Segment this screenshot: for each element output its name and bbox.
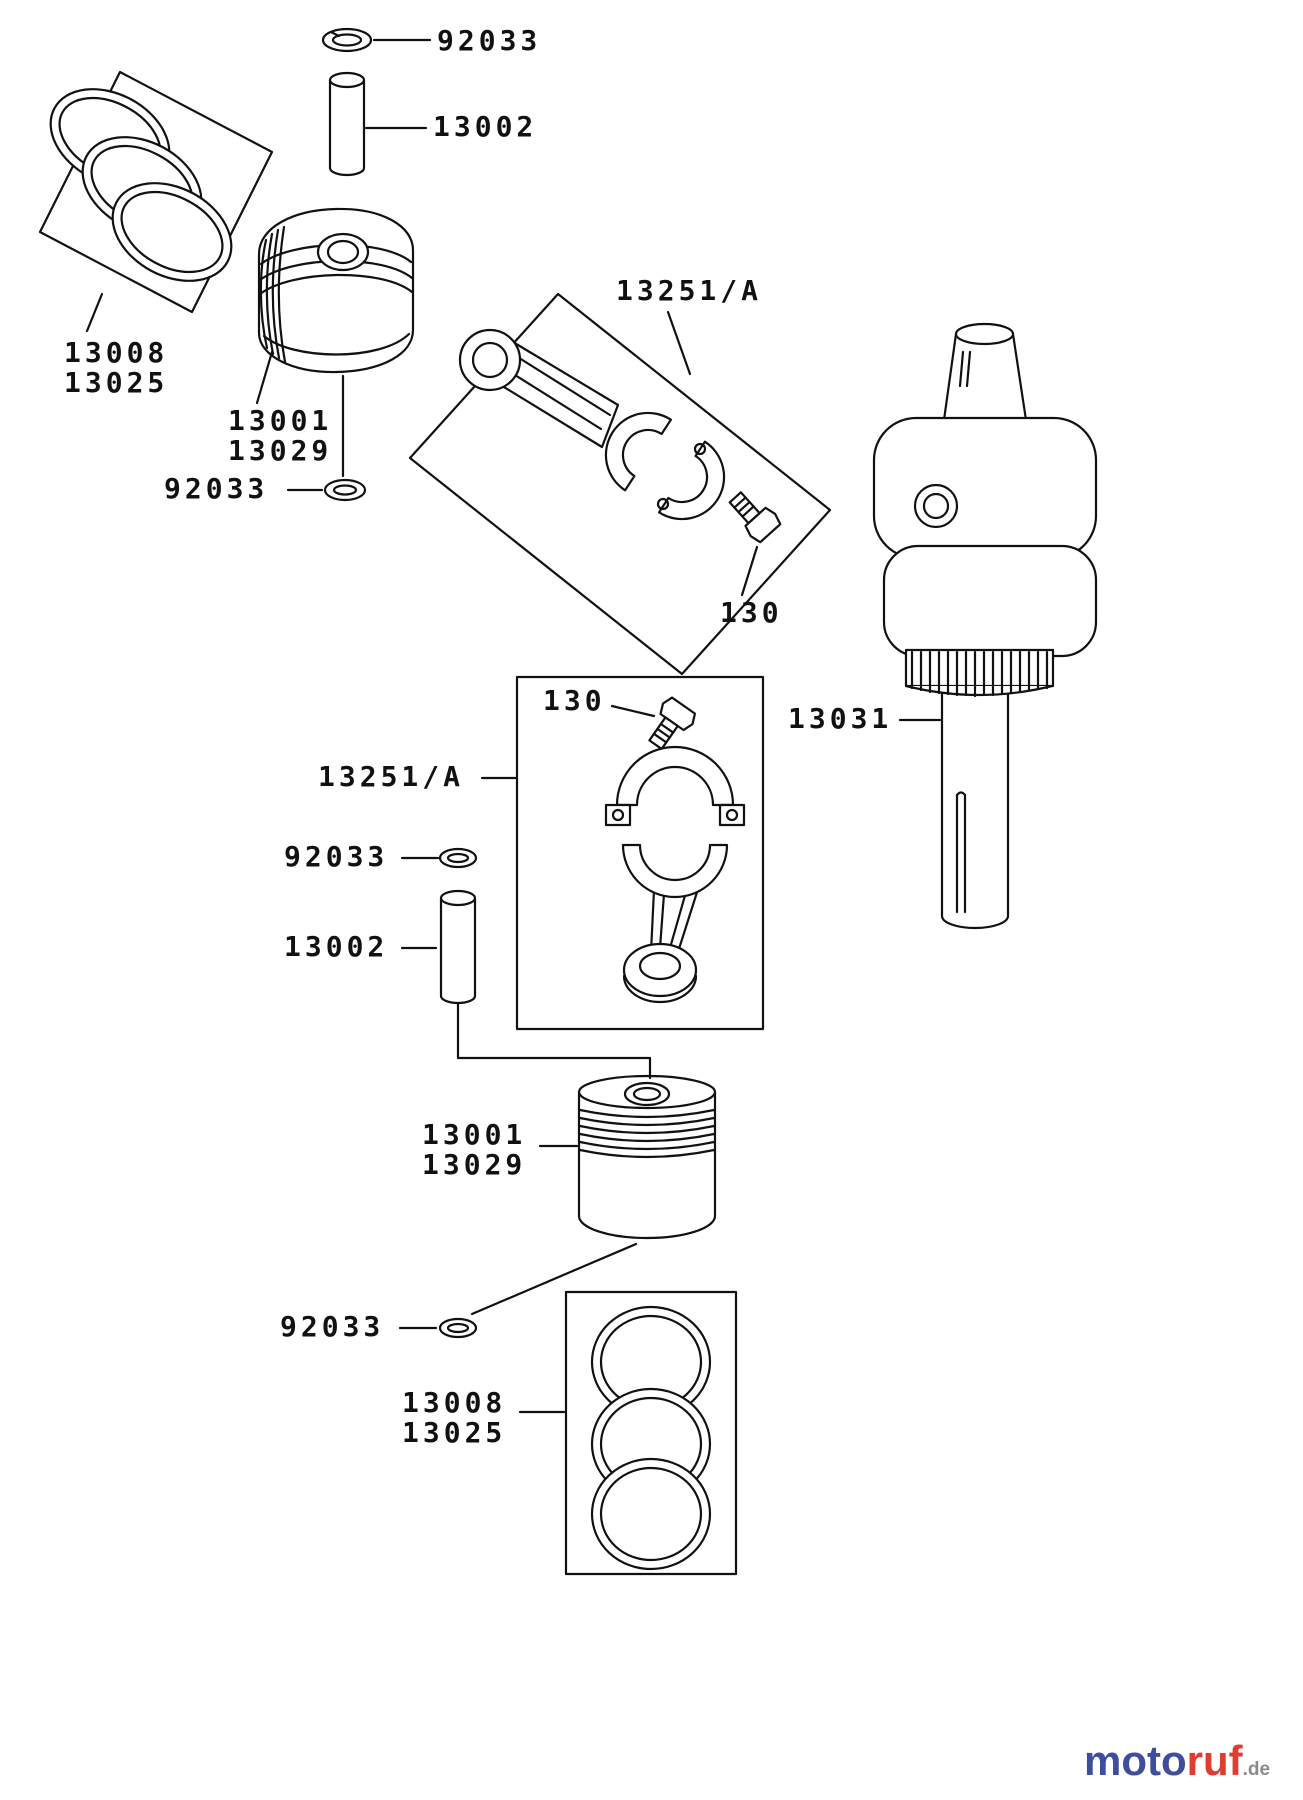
crankshaft-drawing [872,322,1098,930]
bolt-mid-drawing [648,696,697,751]
leader-lines [85,38,942,1414]
part-label-pin-lower: 13002 [284,930,389,963]
piston-rings-top-box [38,70,274,314]
piston-rings-top-drawing [49,88,233,282]
circlip-bottom-drawing [438,1317,478,1339]
part-label-circlip-mid: 92033 [164,472,269,505]
piston-rings-bottom-box [564,1290,738,1576]
piston-top-drawing [257,207,415,374]
logo-text-de: .de [1242,1759,1271,1780]
part-label-conrod-mid: 13251/A [318,760,465,793]
part-label-rings-bottom-2: 13025 [402,1416,507,1449]
part-label-crankshaft: 13031 [788,702,893,735]
part-label-circlip-top: 92033 [437,24,542,57]
part-label-circlip-bottom: 92033 [280,1310,385,1343]
part-label-conrod-top: 13251/A [616,274,763,307]
part-label-bolt-top: 130 [720,596,783,629]
part-label-rings-top-2: 13025 [64,366,169,399]
part-label-rings-top-1: 13008 [64,336,169,369]
crank-gear-drawing [904,648,1055,698]
piston-pin-top-drawing [328,71,366,177]
part-label-pin-top: 13002 [433,110,538,143]
logo-text-moto: moto [1084,1737,1187,1784]
part-label-bolt-mid: 130 [543,684,606,717]
piston-rings-bottom-drawing [590,1305,712,1571]
circlip-mid-drawing [323,478,367,502]
part-label-rings-bottom-1: 13008 [402,1386,507,1419]
circlip-lower-drawing [438,847,478,869]
bolt-top-drawing [728,491,782,544]
connecting-rod-mid-drawing [621,843,729,1004]
part-label-piston-lower-2: 13029 [422,1148,527,1181]
circlip-top-drawing [321,27,373,53]
connecting-rod-top-drawing [458,328,726,521]
motoruf-logo[interactable]: motoruf.de [1084,1740,1270,1782]
part-label-circlip-lower: 92033 [284,840,389,873]
logo-text-ruf: ruf [1186,1737,1243,1784]
rod-cap-mid-drawing [604,745,746,827]
piston-lower-drawing [577,1074,717,1240]
part-label-piston-lower-1: 13001 [422,1118,527,1151]
part-label-piston-top-2: 13029 [228,434,333,467]
part-label-piston-top-1: 13001 [228,404,333,437]
piston-pin-lower-drawing [439,889,477,1005]
